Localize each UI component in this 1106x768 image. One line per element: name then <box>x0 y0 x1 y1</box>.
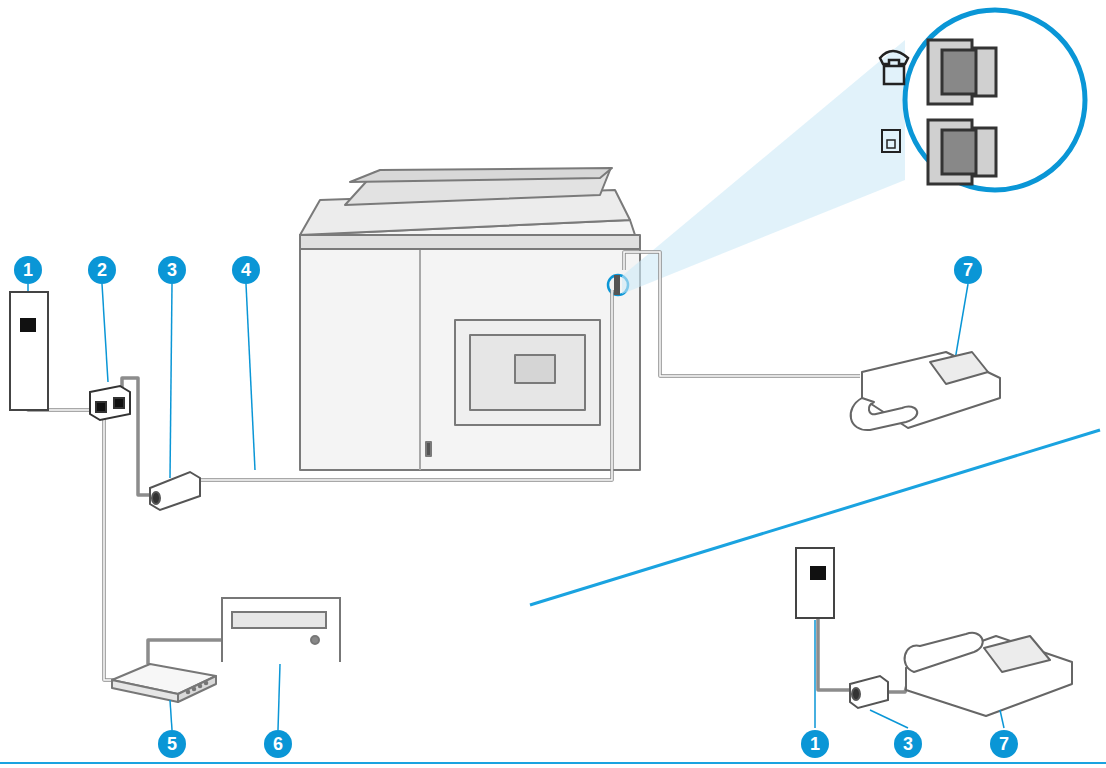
callout-number: 3 <box>158 256 186 284</box>
callout-number: 2 <box>88 256 116 284</box>
callout-number: 1 <box>14 256 42 284</box>
callout-number: 1 <box>801 730 829 758</box>
callout-number: 7 <box>954 256 982 284</box>
callout-number: 5 <box>158 730 186 758</box>
callout-number: 3 <box>894 730 922 758</box>
callout-number: 6 <box>264 730 292 758</box>
callout-number: 7 <box>990 730 1018 758</box>
callout-number: 4 <box>232 256 260 284</box>
